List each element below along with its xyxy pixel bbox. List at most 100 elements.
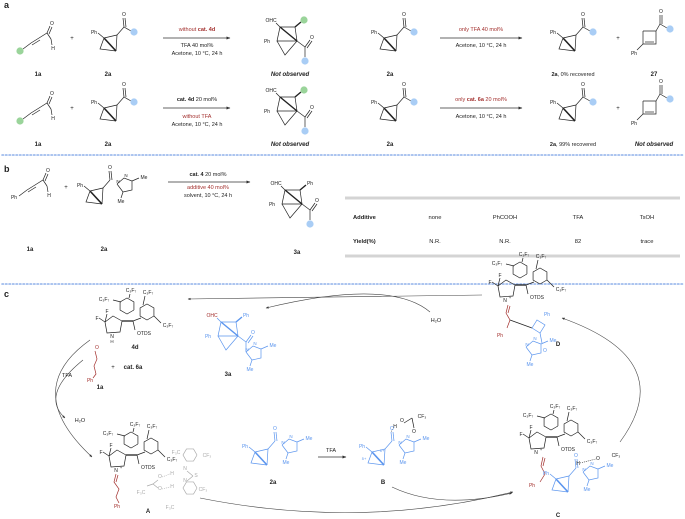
bond (528, 431, 547, 450)
bond (254, 448, 269, 466)
atom-label: F (105, 309, 108, 315)
atom-label: Ph (543, 471, 549, 477)
table-cell: Yield(%) (353, 239, 376, 245)
table-cell: 82 (575, 239, 581, 245)
atom-label: C₃F₇ (536, 254, 547, 260)
bond (146, 483, 154, 487)
bond (22, 102, 52, 120)
bond (186, 475, 194, 482)
atom-label: Ph (359, 444, 365, 450)
atom-label: O (310, 35, 314, 41)
atom-label: Me (270, 343, 277, 349)
bond (46, 185, 49, 193)
bond (131, 177, 140, 182)
atom-label: H (51, 46, 55, 52)
bond (299, 184, 307, 191)
atom-label: Ph (264, 109, 270, 115)
bond (377, 102, 385, 109)
compound-label: 2a (387, 142, 394, 148)
atom-label: H (51, 116, 55, 122)
bond (296, 110, 306, 118)
bond (102, 451, 110, 457)
bond (112, 299, 122, 303)
atom-label: Me (118, 199, 125, 205)
bond (655, 23, 661, 32)
text-part: , 0% recovered (558, 72, 595, 78)
aryl-ring (543, 413, 559, 431)
hydrogen-bond (161, 486, 171, 490)
bond (281, 203, 303, 219)
bond (294, 21, 302, 28)
bond (403, 96, 412, 102)
bond (254, 451, 268, 466)
bond (89, 187, 104, 205)
text-part: 2a (550, 142, 557, 148)
text-part: without (178, 27, 198, 33)
bond (46, 95, 51, 104)
arrow-release-product (265, 293, 431, 313)
bond (116, 177, 133, 193)
bond (521, 257, 524, 263)
atom-label: H (47, 193, 51, 199)
bond (398, 438, 415, 454)
atom-label: CF₃ (203, 453, 212, 459)
bond (383, 104, 398, 122)
bond (116, 96, 125, 106)
bond (294, 91, 302, 98)
atom-label: N (398, 440, 401, 445)
bond (153, 315, 162, 324)
bond (99, 107, 117, 122)
bond (83, 185, 91, 192)
plus-sign: + (616, 36, 620, 42)
bond (124, 17, 127, 28)
bond (383, 34, 398, 52)
bond (655, 93, 661, 102)
bond (555, 478, 569, 493)
reagent-label: H₂O (431, 318, 442, 324)
atom-label: F (519, 432, 522, 438)
atom-label: C₃F₇ (556, 287, 567, 293)
bond (540, 340, 549, 345)
atom-label: Me (400, 460, 407, 466)
compound-label: 27 (651, 72, 658, 78)
intermediate-label-B: B (381, 480, 386, 486)
text-part: 20 mol% (484, 97, 507, 103)
atom-label: O (122, 82, 126, 88)
atom-label: F (498, 273, 501, 279)
atom-label: O (402, 82, 406, 88)
bond (99, 37, 117, 52)
aryl-ring (119, 297, 135, 315)
bond (108, 449, 127, 468)
atom-label: Me (423, 436, 430, 442)
bond (581, 17, 584, 28)
atom-label: Ph (264, 39, 270, 45)
bond (636, 113, 644, 121)
bond (535, 259, 539, 270)
bond (280, 185, 286, 191)
bond (497, 279, 516, 298)
atom-label: CF₃ (418, 414, 427, 420)
bond (284, 189, 303, 205)
product-label: Not observed (271, 72, 310, 78)
atom-label: Ph (631, 51, 637, 57)
atom-label: O (251, 330, 255, 336)
text-part: cat. 6a (467, 97, 485, 103)
bond (568, 467, 577, 477)
bond (248, 446, 256, 453)
arrow-c-to-d (561, 317, 641, 443)
bond (18, 179, 48, 197)
bond (413, 438, 422, 443)
bond (583, 87, 586, 98)
atom-label: H (393, 424, 397, 430)
atom-label: OHC (265, 88, 277, 94)
bond (555, 475, 570, 493)
atom-label: F (99, 450, 102, 456)
hydrogen-bond (161, 473, 171, 478)
atom-label: N (534, 450, 538, 456)
bond (365, 446, 373, 453)
bond (575, 96, 584, 106)
bond (157, 449, 166, 458)
bond (304, 39, 311, 48)
atom-label: Ph (631, 121, 637, 127)
bond (403, 26, 412, 32)
